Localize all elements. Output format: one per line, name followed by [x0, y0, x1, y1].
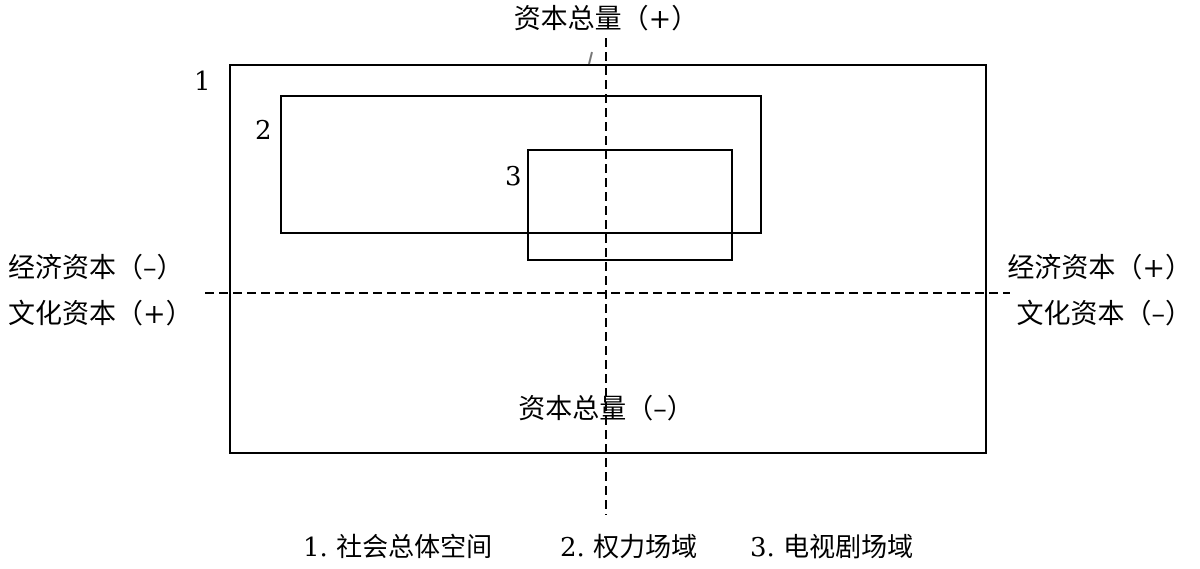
box-number-1: 1 — [194, 67, 211, 97]
legend-item-2: 2. 权力场域 — [560, 533, 697, 563]
axis-label-left-lower: 文化资本（+） — [8, 299, 193, 330]
box-tv-drama-field — [527, 149, 733, 261]
legend-item-1: 1. 社会总体空间 — [303, 533, 492, 563]
box-number-3: 3 — [505, 162, 522, 192]
axis-label-right-upper: 经济资本（+） — [1007, 253, 1192, 284]
box-field-of-power — [280, 95, 762, 234]
box-social-space — [229, 64, 987, 454]
axis-label-bottom: 资本总量（–） — [518, 394, 694, 425]
box-number-2: 2 — [255, 116, 272, 146]
axis-label-left-upper: 经济资本（–） — [8, 253, 184, 284]
leader-tick — [588, 51, 593, 65]
legend-item-3: 3. 电视剧场域 — [750, 533, 913, 563]
axis-label-right-lower: 文化资本（–） — [1017, 299, 1193, 330]
axis-label-top: 资本总量（+） — [514, 4, 699, 35]
